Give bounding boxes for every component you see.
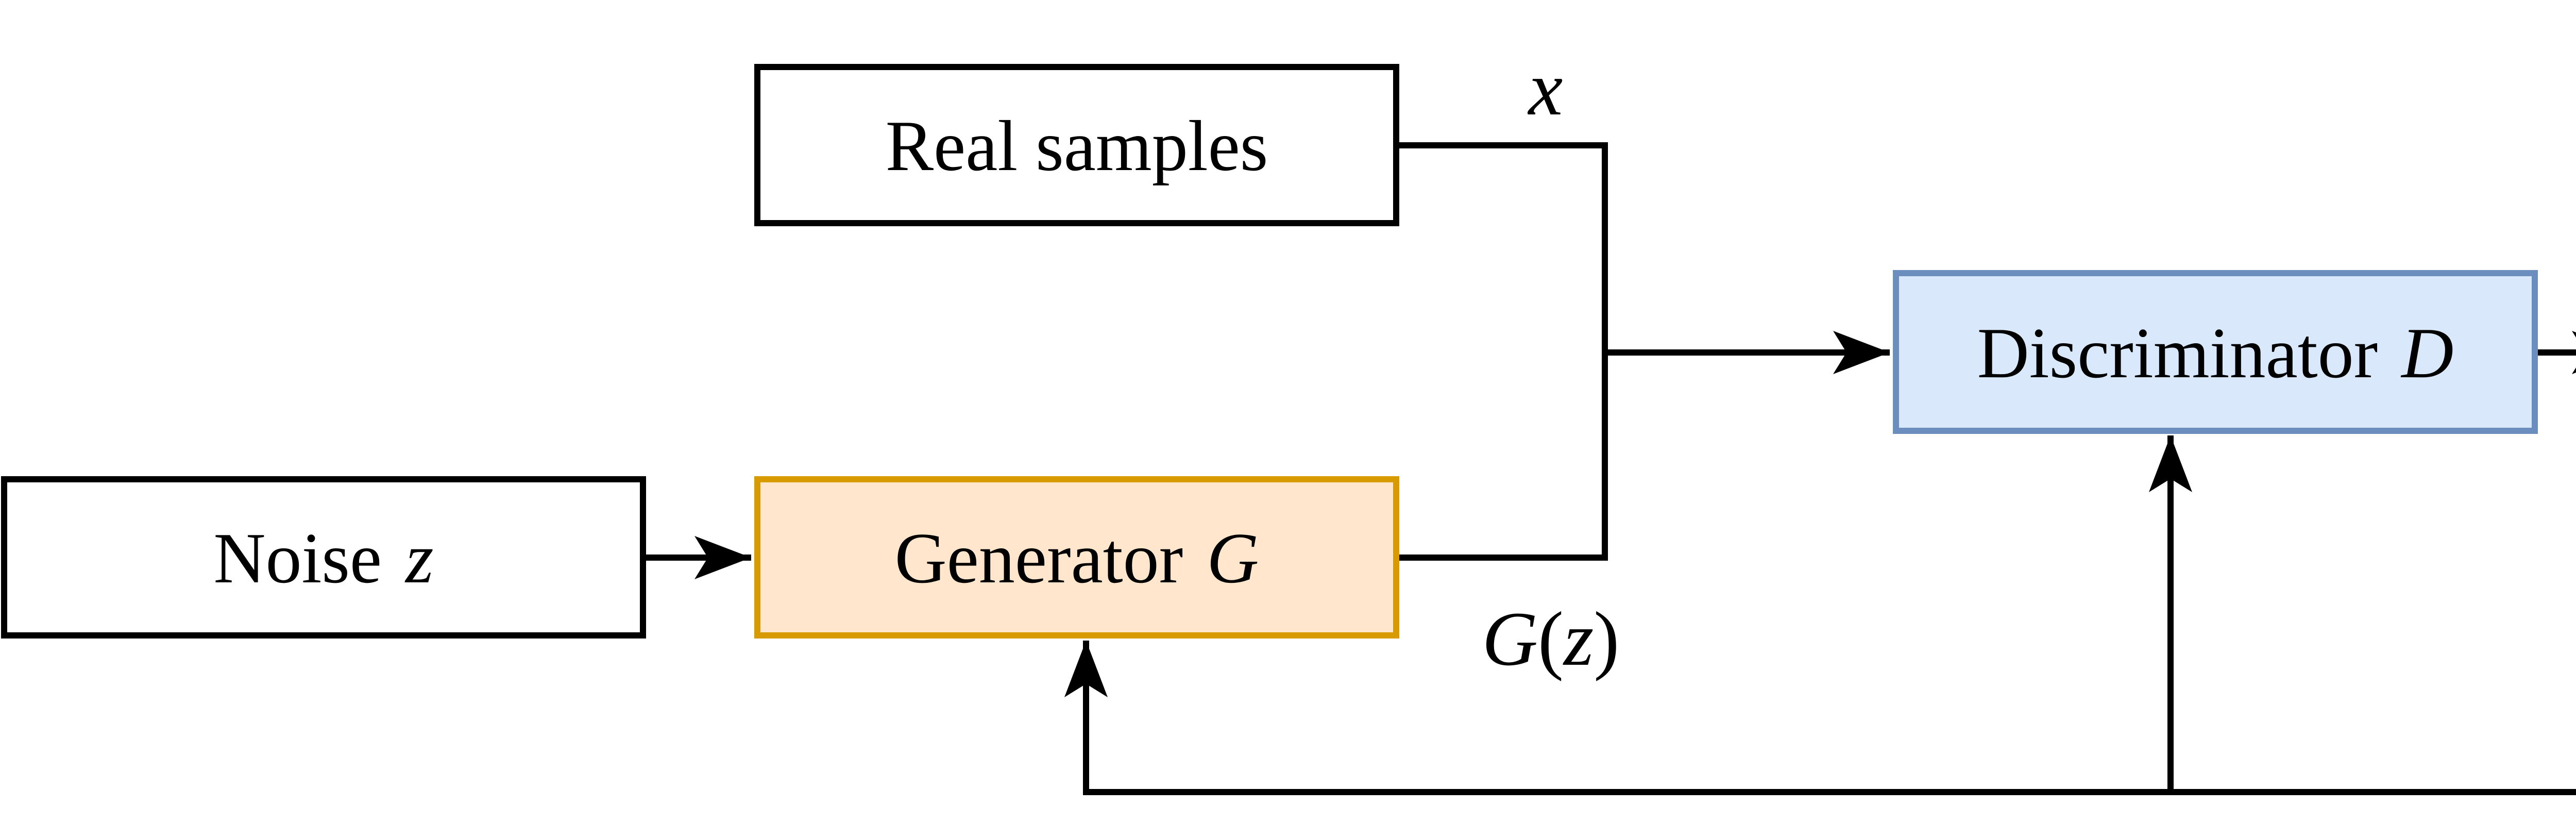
edge-label-gz-z: z [1563, 596, 1594, 682]
generator-label: Generator G [895, 518, 1259, 598]
noise-box [1, 476, 646, 639]
edge-label-gz-g: G [1482, 596, 1538, 682]
discriminator-label: Discriminator D [1977, 313, 2454, 393]
noise-label-text: Noise [213, 518, 382, 598]
connector-feedback-to-generator [1064, 641, 2576, 795]
edge-label-gz: G(z) [1482, 596, 1620, 682]
connectors [643, 142, 2576, 795]
noise-label-var: z [404, 518, 433, 598]
edge-label-x: x [1528, 46, 1563, 131]
generator-label-var: G [1207, 518, 1259, 598]
connector-merge-junction [1396, 142, 1608, 561]
edge-label-gz-open: ( [1538, 596, 1564, 682]
real-samples-box [754, 64, 1399, 226]
edge-label-gz-close: ) [1594, 596, 1619, 682]
real-samples-label: Real samples [886, 106, 1268, 186]
discriminator-label-var: D [2400, 313, 2453, 393]
generator-box [754, 476, 1399, 639]
discriminator-box [1893, 270, 2538, 434]
generator-label-text: Generator [895, 518, 1183, 598]
discriminator-label-text: Discriminator [1977, 313, 2378, 393]
